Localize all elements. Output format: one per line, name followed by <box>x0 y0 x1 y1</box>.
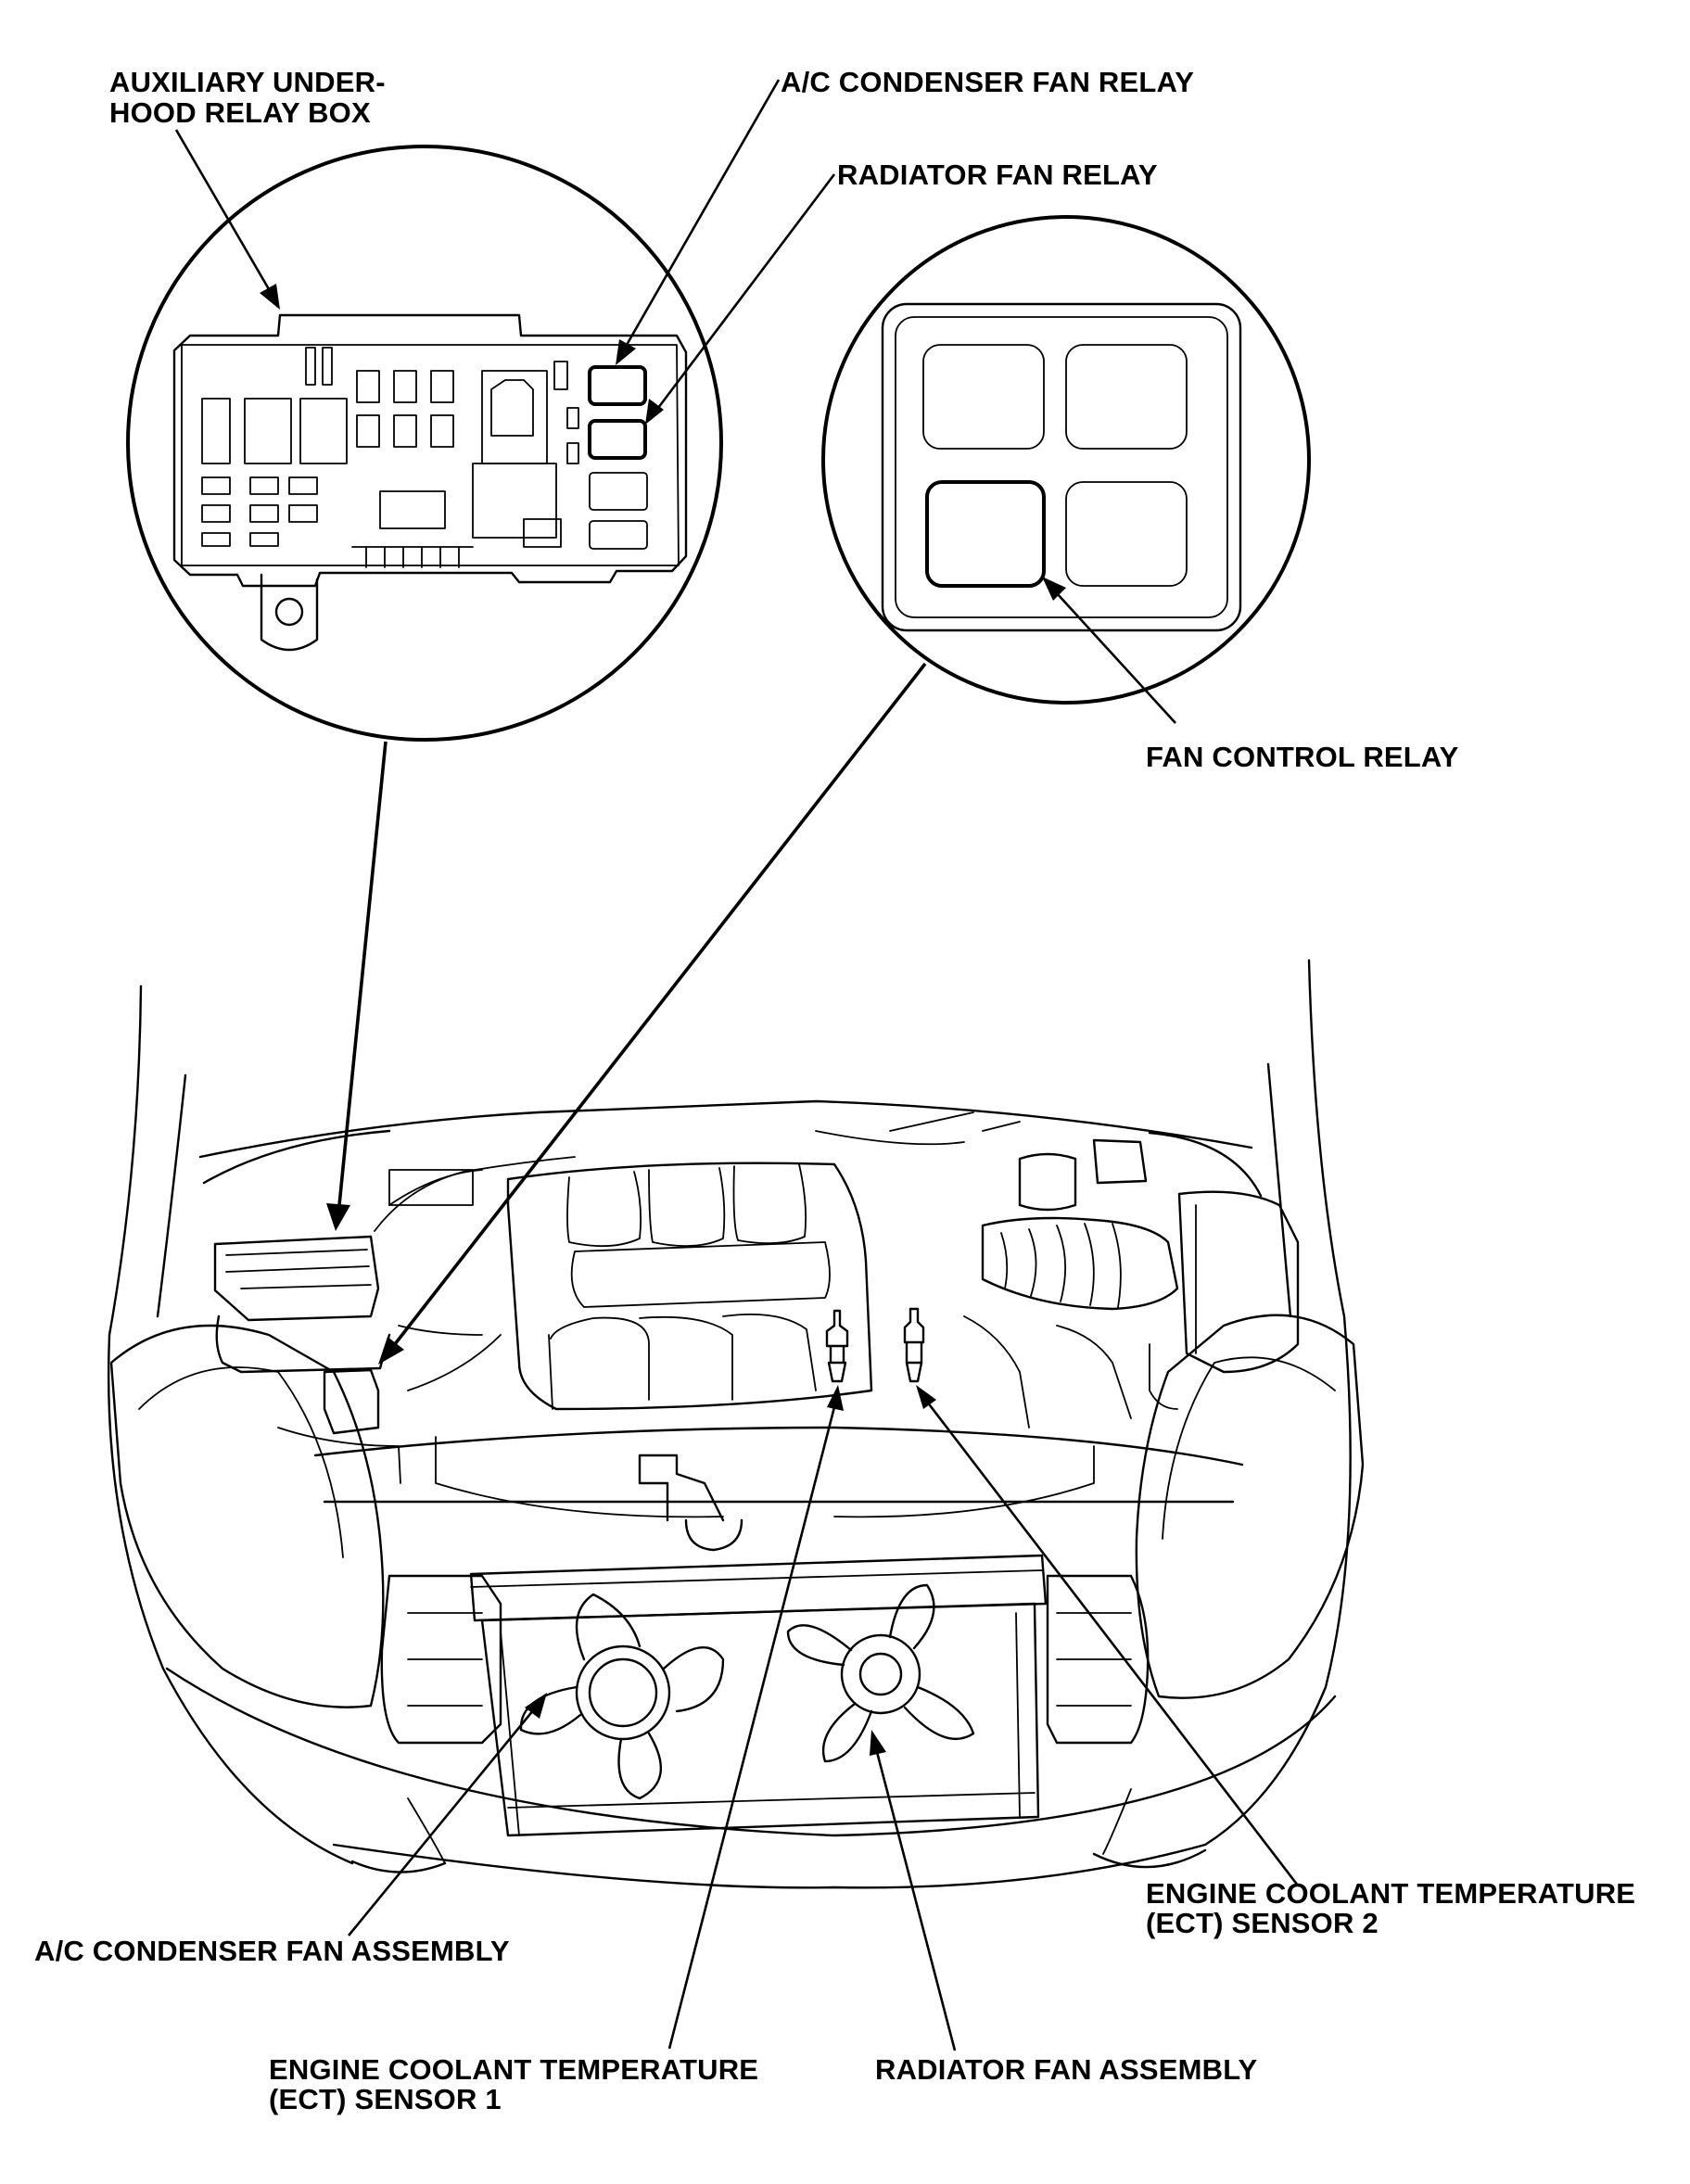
headlight-right <box>1135 1314 1365 1699</box>
label-ect-sensor-1-line2: (ECT) SENSOR 1 <box>269 2083 502 2115</box>
radiator-fan <box>786 1583 975 1763</box>
engine-intake <box>506 1162 873 1411</box>
radiator-fan-relay-mark <box>588 419 647 460</box>
body-right-side <box>1203 959 1352 1847</box>
air-intake-duct <box>981 1216 1179 1311</box>
detail-circle-right <box>821 215 1311 705</box>
label-ect-sensor-2-line1: ENGINE COOLANT TEMPERATURE <box>1146 1877 1636 1910</box>
label-aux-relay-box-line2: HOOD RELAY BOX <box>109 96 371 129</box>
label-radiator-fan-relay: RADIATOR FAN RELAY <box>837 159 1158 191</box>
leader-lines <box>174 79 1300 2051</box>
label-fan-control-relay: FAN CONTROL RELAY <box>1146 741 1459 773</box>
label-aux-relay-box-line1: AUXILIARY UNDER- <box>109 66 386 98</box>
fan-control-relay-detail <box>821 215 1311 705</box>
air-cleaner-box <box>1177 1190 1300 1374</box>
fan-control-relay-mark <box>925 480 1046 588</box>
label-ect-sensor-1-line1: ENGINE COOLANT TEMPERATURE <box>269 2053 759 2086</box>
battery <box>215 1314 391 1374</box>
aux-relay-box-detail <box>126 145 723 742</box>
body-left-side <box>107 984 354 1865</box>
grille-right <box>1046 1574 1150 1745</box>
radiator-cap <box>638 1454 743 1552</box>
headlight-left <box>109 1324 385 1708</box>
ect-sensor-2 <box>903 1307 925 1383</box>
front-bumper <box>165 1667 1337 1837</box>
grille-left <box>380 1574 502 1745</box>
label-ac-condenser-fan-relay: A/C CONDENSER FAN RELAY <box>781 66 1195 98</box>
detail-circle-left <box>126 145 723 742</box>
relay-box-outline <box>172 313 688 588</box>
ac-condenser-fan <box>519 1593 725 1800</box>
fuse-box-on-car <box>213 1235 380 1322</box>
label-ect-sensor-2-line2: (ECT) SENSOR 2 <box>1146 1907 1379 1939</box>
radiator-top-tank <box>469 1554 1048 1622</box>
ac-condenser-fan-relay-mark <box>588 365 647 406</box>
aux-relay-box-on-car <box>323 1368 380 1435</box>
engine-bay-drawing <box>107 959 1365 1889</box>
mounting-tab <box>260 573 319 652</box>
ect-sensor-1 <box>825 1309 849 1383</box>
label-radiator-fan-assembly: RADIATOR FAN ASSEMBLY <box>875 2053 1258 2086</box>
label-ac-condenser-fan-assembly: A/C CONDENSER FAN ASSEMBLY <box>34 1935 510 1967</box>
radiator-core <box>480 1602 1040 1837</box>
